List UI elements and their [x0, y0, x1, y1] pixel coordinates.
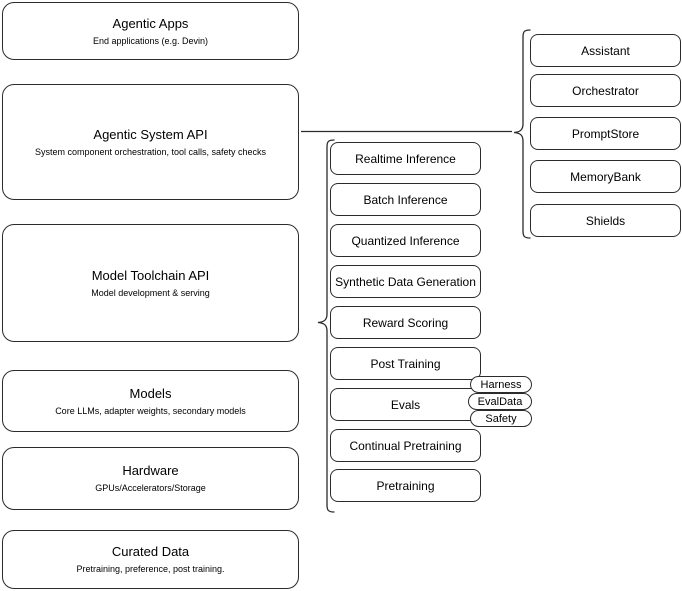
- component-label: Assistant: [581, 43, 630, 58]
- toolchain-label: Synthetic Data Generation: [335, 274, 476, 289]
- component-box-orchestrator[interactable]: Orchestrator: [530, 74, 681, 107]
- toolchain-box-reward-scoring[interactable]: Reward Scoring: [330, 306, 481, 339]
- layer-subtitle: End applications (e.g. Devin): [92, 35, 209, 46]
- toolchain-label: Pretraining: [376, 478, 435, 493]
- toolchain-box-synthetic-data-generation[interactable]: Synthetic Data Generation: [330, 265, 481, 298]
- evals-pill-evaldata[interactable]: EvalData: [468, 393, 532, 410]
- toolchain-box-pretraining[interactable]: Pretraining: [330, 469, 481, 502]
- connector-agentic-system-to-components: [301, 130, 512, 133]
- layer-title: Hardware: [122, 463, 179, 478]
- evals-pill-harness[interactable]: Harness: [470, 376, 532, 393]
- toolchain-box-quantized-inference[interactable]: Quantized Inference: [330, 224, 481, 257]
- component-box-shields[interactable]: Shields: [530, 204, 681, 237]
- component-label: PromptStore: [571, 126, 640, 141]
- layer-box-model-toolchain-api[interactable]: Model Toolchain API Model development & …: [2, 224, 299, 342]
- layer-title: Curated Data: [111, 544, 190, 559]
- evals-pill-label: EvalData: [477, 395, 523, 408]
- toolchain-box-continual-pretraining[interactable]: Continual Pretraining: [330, 429, 481, 462]
- evals-pill-label: Harness: [480, 378, 522, 391]
- evals-pill-safety[interactable]: Safety: [470, 410, 532, 427]
- layer-subtitle: System component orchestration, tool cal…: [34, 146, 267, 157]
- toolchain-box-batch-inference[interactable]: Batch Inference: [330, 183, 481, 216]
- layer-box-curated-data[interactable]: Curated Data Pretraining, preference, po…: [2, 530, 299, 589]
- toolchain-label: Evals: [390, 397, 421, 412]
- layer-subtitle: GPUs/Accelerators/Storage: [95, 483, 206, 493]
- brace-agentic-system-components: [513, 29, 531, 239]
- component-box-assistant[interactable]: Assistant: [530, 34, 681, 67]
- layer-subtitle: Core LLMs, adapter weights, secondary mo…: [55, 405, 246, 416]
- component-label: MemoryBank: [570, 169, 641, 184]
- layer-title: Models: [129, 385, 172, 401]
- component-box-memorybank[interactable]: MemoryBank: [530, 160, 681, 193]
- layer-box-models[interactable]: Models Core LLMs, adapter weights, secon…: [2, 370, 299, 432]
- toolchain-label: Continual Pretraining: [349, 438, 462, 453]
- toolchain-box-realtime-inference[interactable]: Realtime Inference: [330, 142, 481, 175]
- toolchain-box-post-training[interactable]: Post Training: [330, 347, 481, 380]
- toolchain-label: Realtime Inference: [355, 151, 456, 166]
- component-label: Shields: [585, 213, 626, 228]
- layer-title: Agentic Apps: [112, 15, 189, 31]
- layer-box-agentic-system-api[interactable]: Agentic System API System component orch…: [2, 84, 299, 200]
- layer-subtitle: Model development & serving: [91, 287, 210, 298]
- layer-box-agentic-apps[interactable]: Agentic Apps End applications (e.g. Devi…: [2, 2, 299, 60]
- toolchain-label: Batch Inference: [363, 192, 448, 207]
- toolchain-label: Reward Scoring: [362, 315, 449, 330]
- toolchain-label: Quantized Inference: [351, 233, 460, 248]
- component-box-promptstore[interactable]: PromptStore: [530, 117, 681, 150]
- component-label: Orchestrator: [572, 83, 639, 98]
- toolchain-label: Post Training: [370, 356, 441, 371]
- evals-pill-label: Safety: [485, 412, 517, 425]
- layer-title: Agentic System API: [93, 126, 208, 142]
- layer-subtitle: Pretraining, preference, post training.: [76, 564, 225, 574]
- layer-box-hardware[interactable]: Hardware GPUs/Accelerators/Storage: [2, 447, 299, 510]
- toolchain-box-evals[interactable]: Evals: [330, 388, 481, 421]
- layer-title: Model Toolchain API: [91, 267, 210, 283]
